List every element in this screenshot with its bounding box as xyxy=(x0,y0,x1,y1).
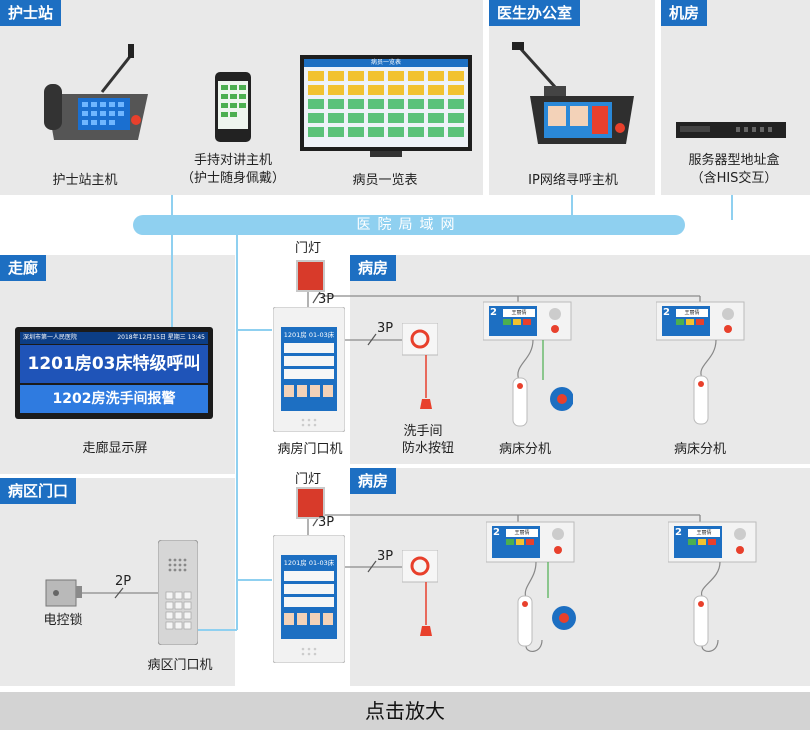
section-tag-nurse-station: 护士站 xyxy=(0,0,62,26)
bed-unit-2b: 2 王丽倩 xyxy=(668,520,758,660)
wire-3p-label-1a: 3P xyxy=(317,292,335,307)
wire-3p-label-2b: 3P xyxy=(376,549,394,564)
wash-label-1-line1: 洗手间 xyxy=(403,424,443,439)
server-label-line2: （含HIS交互） xyxy=(690,171,778,186)
network-bus xyxy=(133,215,685,235)
electric-lock-label: 电控锁 xyxy=(43,613,83,628)
electric-lock-image xyxy=(42,578,84,608)
zoom-button-label: 点击放大 xyxy=(365,699,445,723)
ward-gate-machine-image xyxy=(158,540,198,645)
bed-unit-1b: 2 王丽倩 xyxy=(656,300,746,430)
door-light-label-1: 门灯 xyxy=(294,241,321,256)
bed-unit-label-1a: 病床分机 xyxy=(498,442,551,457)
bed-screen-number-1b: 2 xyxy=(663,307,670,318)
corridor-screen-line1: 1201房03床特级呼叫 xyxy=(20,345,208,383)
machine-room-panel: 机房 xyxy=(661,0,810,195)
ward-door-machine-1: 1201房 01-03床 xyxy=(273,307,345,432)
corridor-header-time: 2018年12月15日 星期三 13:45 xyxy=(117,334,205,341)
corridor-header-hospital: 深圳市第一人民医院 xyxy=(23,334,78,341)
handheld-intercom-image xyxy=(215,72,251,142)
ward-gate-machine-label: 病区门口机 xyxy=(147,658,213,673)
door-screen-title-1: 1201房 01-03床 xyxy=(283,331,335,339)
bed-screen-name-2b: 王丽倩 xyxy=(696,530,712,536)
server-address-box-image xyxy=(676,122,786,138)
door-light-2 xyxy=(296,487,325,519)
section-tag-doctor-office: 医生办公室 xyxy=(489,0,581,26)
section-tag-ward-1: 病房 xyxy=(350,255,397,281)
ip-paging-host-label: IP网络寻呼主机 xyxy=(528,173,618,188)
ip-paging-host-image xyxy=(508,40,640,148)
section-tag-corridor: 走廊 xyxy=(0,255,47,281)
bed-screen-number-1a: 2 xyxy=(490,307,497,318)
section-tag-ward-gate: 病区门口 xyxy=(0,478,77,504)
bed-unit-1a: 2 王丽倩 xyxy=(483,300,573,430)
bed-unit-label-1b: 病床分机 xyxy=(673,442,726,457)
door-screen-title-2: 1201房 01-03床 xyxy=(283,559,335,567)
wash-label-1-line2: 防水按钮 xyxy=(401,441,454,456)
patient-list-label: 病员一览表 xyxy=(352,173,418,188)
network-label: 医院局域网 xyxy=(356,217,462,233)
patient-list-display: 病员一览表 xyxy=(300,55,472,159)
bed-screen-number-2a: 2 xyxy=(493,527,500,538)
section-tag-machine-room: 机房 xyxy=(661,0,708,26)
ward-door-machine-2: 1201房 01-03床 xyxy=(273,535,345,663)
waterproof-button-1[interactable] xyxy=(402,323,438,413)
bed-screen-name-1a: 王丽倩 xyxy=(511,310,527,316)
corridor-display-screen: 深圳市第一人民医院 2018年12月15日 星期三 13:45 1201房03床… xyxy=(15,327,213,419)
patient-list-screen-title: 病员一览表 xyxy=(370,59,401,66)
bed-screen-number-2b: 2 xyxy=(675,527,682,538)
bed-unit-2a: 2 王丽倩 xyxy=(486,520,576,660)
corridor-screen-header: 深圳市第一人民医院 2018年12月15日 星期三 13:45 xyxy=(20,332,208,344)
section-tag-ward-2: 病房 xyxy=(350,468,397,494)
wire-3p-label-2a: 3P xyxy=(317,515,335,530)
nurse-station-host-label: 护士站主机 xyxy=(52,173,118,188)
server-label-line1: 服务器型地址盒 xyxy=(688,153,780,168)
door-light-label-2: 门灯 xyxy=(294,472,321,487)
bed-screen-name-1b: 王丽倩 xyxy=(684,310,700,316)
corridor-screen-line2: 1202房洗手间报警 xyxy=(20,385,208,413)
door-light-1 xyxy=(296,260,325,292)
nurse-station-host-image xyxy=(40,40,152,158)
handheld-label-line2: （护士随身佩戴） xyxy=(180,171,285,186)
wire-2p-label: 2P xyxy=(114,574,132,589)
bed-screen-name-2a: 王丽倩 xyxy=(514,530,530,536)
waterproof-button-2[interactable] xyxy=(402,550,438,640)
zoom-button[interactable]: 点击放大 xyxy=(0,692,810,730)
handheld-label-line1: 手持对讲主机 xyxy=(193,153,272,168)
wire-3p-label-1b: 3P xyxy=(376,321,394,336)
corridor-display-label: 走廊显示屏 xyxy=(82,441,148,456)
ward-door-machine-label-1: 病房门口机 xyxy=(277,442,343,457)
